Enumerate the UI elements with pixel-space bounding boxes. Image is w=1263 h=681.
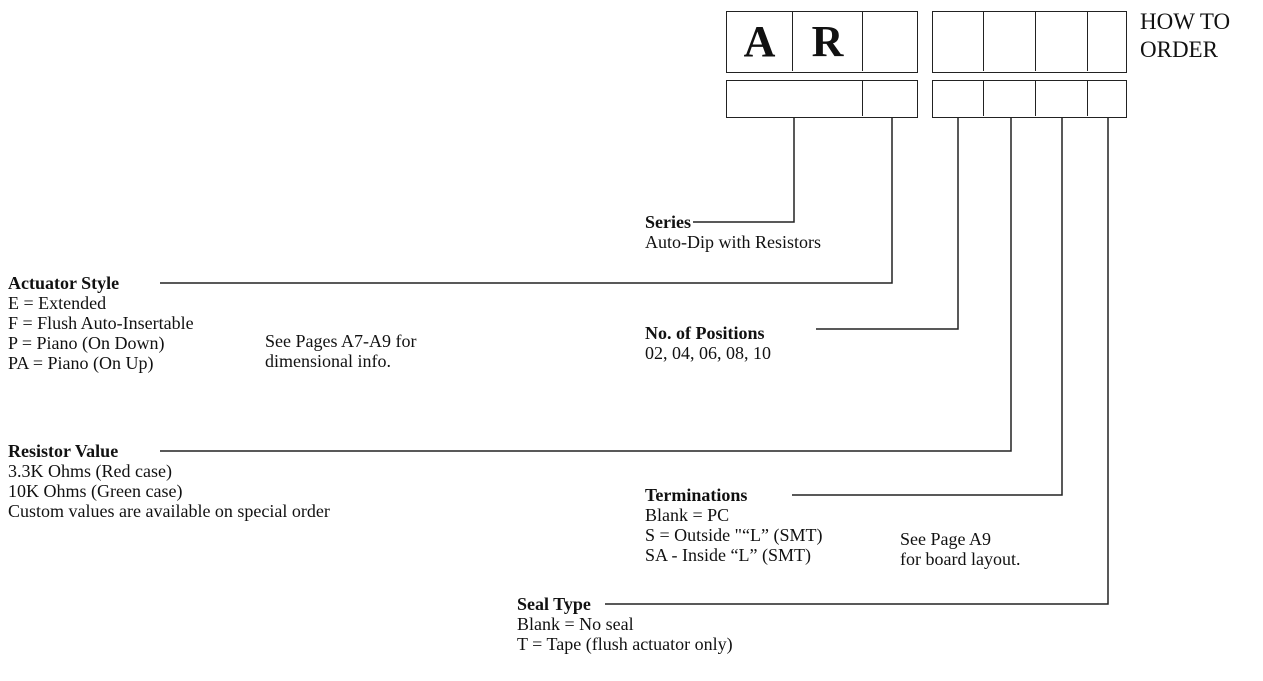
code-cell-2: R xyxy=(793,12,863,71)
seal-type-heading: Seal Type xyxy=(517,594,591,614)
lead-cell-4 xyxy=(984,81,1036,116)
positions-heading: No. of Positions xyxy=(645,323,765,343)
series-block: Series Auto-Dip with Resistors xyxy=(645,212,821,252)
title-line-1: HOW TO xyxy=(1140,9,1231,34)
code-cell-3 xyxy=(863,12,916,71)
actuator-note-line: dimensional info. xyxy=(265,351,391,371)
terminations-heading: Terminations xyxy=(645,485,748,505)
code-box-group-1: A R xyxy=(726,11,918,73)
actuator-option: E = Extended xyxy=(8,293,107,313)
code-cell-7 xyxy=(1088,12,1125,71)
terminations-note-line: for board layout. xyxy=(900,549,1021,569)
series-heading: Series xyxy=(645,212,691,232)
seal-option: T = Tape (flush actuator only) xyxy=(517,634,733,654)
code-box-group-2 xyxy=(932,11,1127,73)
lead-box-group-1 xyxy=(726,80,918,118)
terminations-note-line: See Page A9 xyxy=(900,529,991,549)
termination-option: SA - Inside “L” (SMT) xyxy=(645,545,811,565)
seal-type-block: Seal Type Blank = No seal T = Tape (flus… xyxy=(517,594,733,654)
actuator-note: See Pages A7-A9 for dimensional info. xyxy=(265,331,416,371)
resistor-connector xyxy=(160,118,1012,452)
positions-block: No. of Positions 02, 04, 06, 08, 10 xyxy=(645,323,771,363)
terminations-connector xyxy=(792,118,1063,496)
actuator-option: P = Piano (On Down) xyxy=(8,333,165,353)
actuator-connector xyxy=(160,118,893,284)
termination-option: Blank = PC xyxy=(645,505,730,525)
lead-cell-5 xyxy=(1036,81,1088,116)
title-line-2: ORDER xyxy=(1140,37,1218,62)
actuator-style-block: Actuator Style E = Extended F = Flush Au… xyxy=(8,273,194,373)
positions-line: 02, 04, 06, 08, 10 xyxy=(645,343,771,363)
resistor-option: Custom values are available on special o… xyxy=(8,501,330,521)
series-connector xyxy=(693,118,795,223)
resistor-value-block: Resistor Value 3.3K Ohms (Red case) 10K … xyxy=(8,441,330,521)
lead-box-group-2 xyxy=(932,80,1127,118)
lead-cell-2 xyxy=(863,81,916,116)
positions-connector xyxy=(816,118,959,330)
terminations-block: Terminations Blank = PC S = Outside "“L”… xyxy=(645,485,822,565)
actuator-option: F = Flush Auto-Insertable xyxy=(8,313,194,333)
how-to-order-title: HOW TO ORDER xyxy=(1140,8,1230,64)
lead-cell-3 xyxy=(933,81,984,116)
actuator-style-heading: Actuator Style xyxy=(8,273,120,293)
series-line: Auto-Dip with Resistors xyxy=(645,232,822,252)
terminations-note: See Page A9 for board layout. xyxy=(900,529,1020,569)
termination-option: S = Outside "“L” (SMT) xyxy=(645,525,823,545)
actuator-note-line: See Pages A7-A9 for xyxy=(265,331,417,351)
resistor-option: 10K Ohms (Green case) xyxy=(8,481,183,501)
seal-connector xyxy=(605,118,1109,605)
actuator-option: PA = Piano (On Up) xyxy=(8,353,154,373)
code-cell-4 xyxy=(933,12,984,71)
resistor-option: 3.3K Ohms (Red case) xyxy=(8,461,172,481)
lead-cell-1 xyxy=(727,81,863,116)
resistor-value-heading: Resistor Value xyxy=(8,441,119,461)
code-cell-5 xyxy=(984,12,1036,71)
code-cell-1: A xyxy=(727,12,793,71)
seal-option: Blank = No seal xyxy=(517,614,634,634)
lead-cell-6 xyxy=(1088,81,1125,116)
code-cell-6 xyxy=(1036,12,1088,71)
